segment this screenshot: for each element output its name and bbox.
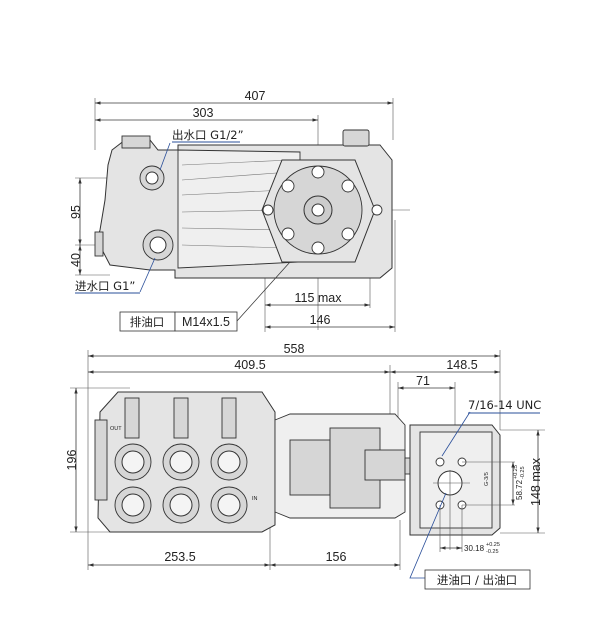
dim-146: 146 xyxy=(310,313,331,327)
in-mark: IN xyxy=(252,496,258,502)
valve-caps xyxy=(114,397,248,524)
inlet-label: 进水口 G1” xyxy=(75,279,135,293)
dim-30-18: 30.18 +0.25 -0.25 xyxy=(464,542,500,555)
side-plug xyxy=(94,231,104,257)
dim-253-5: 253.5 xyxy=(164,550,195,564)
svg-text:+0.25: +0.25 xyxy=(513,465,519,479)
dim-303: 303 xyxy=(193,106,214,120)
input-shaft xyxy=(364,449,406,481)
svg-text:30.18: 30.18 xyxy=(464,544,485,553)
dim-58-72: 58.72 +0.25 -0.25 xyxy=(513,465,526,500)
drain-table: 排油口 M14x1.5 xyxy=(119,261,291,332)
dim-558: 558 xyxy=(284,342,305,356)
dim-407: 407 xyxy=(245,89,266,103)
dim-148-5: 148.5 xyxy=(446,358,477,372)
dim-196: 196 xyxy=(65,450,79,471)
drain-label: 排油口 xyxy=(130,315,165,329)
flange-bolts xyxy=(262,165,383,255)
bottom-view: 558 409.5 148.5 71 196 253.5 156 OUT IN xyxy=(65,342,545,590)
svg-text:58.72: 58.72 xyxy=(515,479,524,500)
head-side-plate xyxy=(94,419,108,501)
svg-text:-0.25: -0.25 xyxy=(520,466,526,479)
dim-95: 95 xyxy=(69,205,83,219)
head-plug xyxy=(121,135,151,149)
out-mark: OUT xyxy=(110,426,122,432)
drain-thread: M14x1.5 xyxy=(182,315,230,329)
dim-115-max: 115 max xyxy=(294,291,342,305)
svg-text:-0.25: -0.25 xyxy=(486,549,499,555)
top-view: 407 303 95 40 115 max 146 xyxy=(69,89,410,332)
bolt-thread-label: 7/16-14 UNC xyxy=(468,398,541,412)
crank-block xyxy=(289,439,331,496)
dim-156: 156 xyxy=(326,550,347,564)
svg-text:+0.25: +0.25 xyxy=(486,542,500,548)
port-thread-small: G-3/5 xyxy=(484,472,490,486)
dim-40: 40 xyxy=(69,253,83,267)
outlet-label: 出水口 G1/2” xyxy=(172,128,244,142)
oil-port-label-box xyxy=(424,569,531,590)
dim-71: 71 xyxy=(416,374,430,388)
oil-port-label: 进油口 / 出油口 xyxy=(437,573,517,587)
dim-148-max: 148 max xyxy=(529,457,543,506)
oil-cap xyxy=(342,129,370,147)
dim-409-5: 409.5 xyxy=(234,358,265,372)
